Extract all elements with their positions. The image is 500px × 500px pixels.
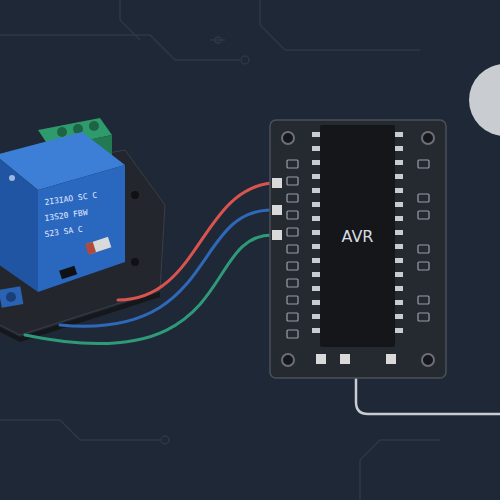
chip-pin (395, 244, 403, 249)
chip-pin (395, 300, 403, 305)
chip-pin (395, 160, 403, 165)
chip-pin (395, 272, 403, 277)
pad (418, 194, 429, 202)
chip-label: AVR (342, 227, 374, 246)
pad (287, 160, 298, 168)
pad (287, 330, 298, 338)
pad (418, 296, 429, 304)
chip-pin (395, 230, 403, 235)
chip-pin (395, 328, 403, 333)
chip-pin (312, 160, 320, 165)
avr-chip: AVR (320, 125, 395, 347)
chip-pin (312, 188, 320, 193)
chip-pin (395, 216, 403, 221)
chip-pin (312, 230, 320, 235)
chip-pin (395, 286, 403, 291)
pad (287, 194, 298, 202)
chip-pin (312, 146, 320, 151)
chip-pin (312, 244, 320, 249)
pad (287, 228, 298, 236)
wires (25, 183, 272, 344)
chip-pin (395, 202, 403, 207)
chip-pin (312, 314, 320, 319)
pad (287, 313, 298, 321)
pad (418, 245, 429, 253)
chip-pin (312, 272, 320, 277)
chip-pin (312, 216, 320, 221)
grey-disc (469, 64, 500, 136)
relay-module (0, 118, 165, 342)
chip-pin (395, 314, 403, 319)
pad (287, 279, 298, 287)
chip-pin (312, 202, 320, 207)
avr-board (270, 120, 446, 378)
chip-pin (312, 286, 320, 291)
chip-pin (395, 146, 403, 151)
pad (287, 245, 298, 253)
chip-pin (395, 174, 403, 179)
pad (418, 160, 429, 168)
chip-pin (312, 300, 320, 305)
pad (418, 313, 429, 321)
pad (287, 177, 298, 185)
chip-pin (312, 174, 320, 179)
pad (418, 211, 429, 219)
circuit-traces (0, 0, 440, 500)
pad (287, 296, 298, 304)
chip-pin (395, 188, 403, 193)
chip-pin (395, 132, 403, 137)
chip-pin (312, 258, 320, 263)
pad (418, 262, 429, 270)
chip-pin (395, 258, 403, 263)
pad (287, 262, 298, 270)
chip-pin (312, 328, 320, 333)
pad (287, 211, 298, 219)
chip-pin (312, 132, 320, 137)
